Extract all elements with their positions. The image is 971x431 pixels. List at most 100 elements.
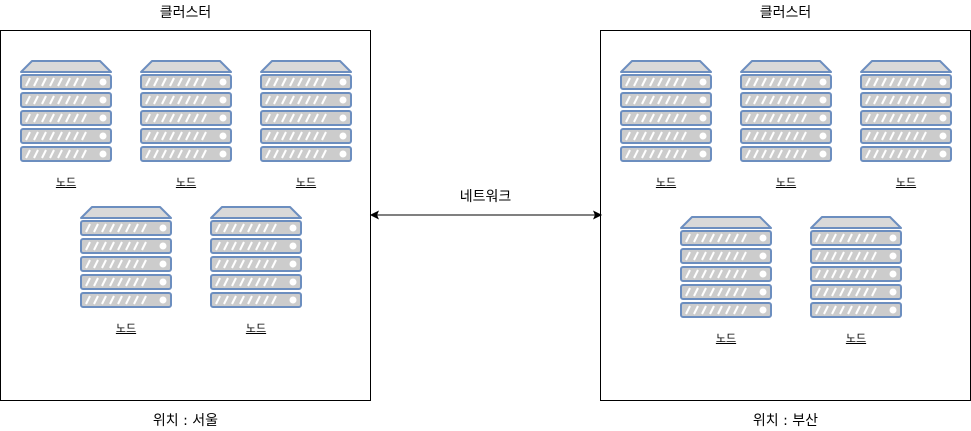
server-vent — [625, 77, 687, 87]
server-vent — [215, 241, 277, 251]
server-led — [699, 132, 707, 140]
server-led — [219, 78, 227, 86]
server-unit — [620, 128, 712, 144]
server-vent — [815, 233, 877, 243]
server-led — [889, 270, 897, 278]
server-led — [159, 278, 167, 286]
server-led — [699, 150, 707, 158]
server-unit — [20, 74, 112, 90]
server-led — [289, 242, 297, 250]
server-vent — [85, 277, 147, 287]
cluster-busan[interactable]: 노드 노드 노드 노드 노드 — [600, 30, 971, 401]
server-unit — [680, 284, 772, 300]
server-vent — [745, 113, 807, 123]
server-unit — [860, 110, 952, 126]
arrowhead-left — [369, 210, 379, 220]
server-unit — [20, 128, 112, 144]
server-unit — [140, 74, 232, 90]
server-led — [159, 260, 167, 268]
server-vent — [745, 77, 807, 87]
server-led — [819, 78, 827, 86]
server-unit — [20, 146, 112, 162]
server-unit — [80, 256, 172, 272]
server-vent — [265, 131, 327, 141]
server-vent — [265, 149, 327, 159]
server-unit — [140, 128, 232, 144]
server-led — [819, 132, 827, 140]
node-seoul-4[interactable]: 노드 — [80, 206, 172, 336]
server-vent — [815, 269, 877, 279]
server-vent — [265, 113, 327, 123]
server-top — [20, 60, 112, 73]
arrowhead-right — [593, 210, 603, 220]
network-arrow-icon[interactable] — [368, 208, 604, 222]
server-led — [339, 132, 347, 140]
server-vent — [815, 305, 877, 315]
server-rack-icon — [620, 60, 712, 162]
server-led — [99, 78, 107, 86]
server-vent — [25, 149, 87, 159]
server-vent — [25, 77, 87, 87]
node-busan-1[interactable]: 노드 — [620, 60, 712, 190]
server-unit — [680, 248, 772, 264]
server-unit — [620, 74, 712, 90]
server-led — [819, 150, 827, 158]
server-led — [99, 150, 107, 158]
server-led — [219, 150, 227, 158]
node-label: 노드 — [55, 176, 77, 189]
server-led — [699, 96, 707, 104]
server-vent — [145, 95, 207, 105]
server-unit — [680, 302, 772, 318]
server-unit — [860, 146, 952, 162]
server-unit — [620, 146, 712, 162]
server-unit — [80, 220, 172, 236]
server-unit — [620, 110, 712, 126]
server-led — [939, 132, 947, 140]
server-vent — [265, 95, 327, 105]
node-seoul-3[interactable]: 노드 — [260, 60, 352, 190]
node-busan-5[interactable]: 노드 — [810, 216, 902, 346]
server-led — [889, 234, 897, 242]
node-label: 노드 — [245, 322, 267, 335]
server-led — [289, 224, 297, 232]
server-vent — [745, 131, 807, 141]
server-unit — [810, 248, 902, 264]
node-seoul-2[interactable]: 노드 — [140, 60, 232, 190]
server-led — [289, 296, 297, 304]
node-busan-4[interactable]: 노드 — [680, 216, 772, 346]
server-led — [339, 78, 347, 86]
node-seoul-1[interactable]: 노드 — [20, 60, 112, 190]
server-top — [140, 60, 232, 73]
server-top — [80, 206, 172, 219]
cluster-title-left: 클러스터 — [159, 5, 212, 21]
server-rack-icon — [140, 60, 232, 162]
server-unit — [680, 266, 772, 282]
server-vent — [625, 113, 687, 123]
server-unit — [260, 74, 352, 90]
server-unit — [260, 146, 352, 162]
node-busan-3[interactable]: 노드 — [860, 60, 952, 190]
server-led — [159, 242, 167, 250]
server-vent — [685, 287, 747, 297]
server-unit — [860, 128, 952, 144]
node-busan-2[interactable]: 노드 — [740, 60, 832, 190]
server-unit — [210, 274, 302, 290]
server-vent — [265, 77, 327, 87]
cluster-seoul[interactable]: 노드 노드 노드 노드 노드 — [0, 30, 371, 401]
server-top — [860, 60, 952, 73]
server-vent — [865, 149, 927, 159]
server-led — [99, 114, 107, 122]
server-led — [219, 114, 227, 122]
server-unit — [20, 110, 112, 126]
server-vent — [145, 77, 207, 87]
server-led — [339, 150, 347, 158]
server-unit — [620, 92, 712, 108]
node-seoul-5[interactable]: 노드 — [210, 206, 302, 336]
server-unit — [140, 110, 232, 126]
server-vent — [25, 131, 87, 141]
server-vent — [85, 295, 147, 305]
server-unit — [210, 256, 302, 272]
server-vent — [815, 251, 877, 261]
server-led — [819, 96, 827, 104]
node-label: 노드 — [775, 176, 797, 189]
